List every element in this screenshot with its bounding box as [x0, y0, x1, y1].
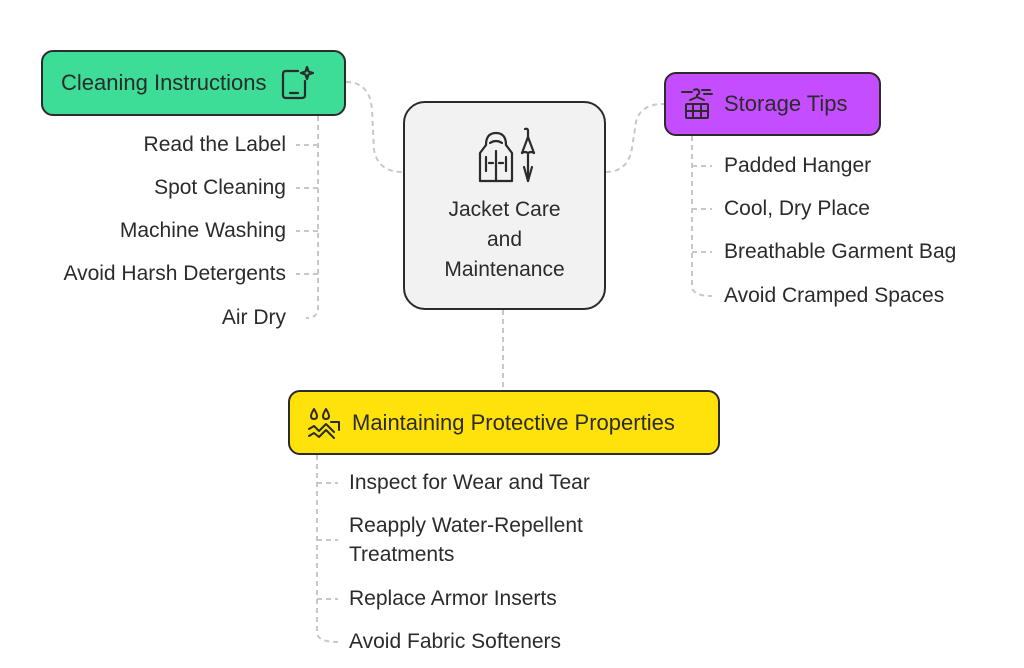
protective-item-reapply-water-repellent: Reapply Water-Repellent Treatments — [349, 514, 583, 566]
cleaning-instructions-title: Cleaning Instructions — [61, 70, 267, 95]
storage-item-cool-dry-place: Cool, Dry Place — [724, 197, 870, 220]
protective-item-inspect-wear-tear: Inspect for Wear and Tear — [349, 471, 590, 494]
connector-protective-spine — [316, 455, 339, 643]
center-node: Jacket Care and Maintenance — [403, 101, 606, 310]
water-repellent-icon — [306, 405, 342, 441]
storage-item-padded-hanger: Padded Hanger — [724, 154, 872, 177]
protective-item-replace-armor-inserts: Replace Armor Inserts — [349, 587, 557, 610]
raincoat-umbrella-icon — [472, 127, 538, 187]
center-title: Jacket Care and Maintenance — [444, 198, 565, 281]
connector-cleaning-spine — [305, 116, 319, 319]
connector-center-storage — [605, 103, 665, 173]
cleaning-item-avoid-harsh-detergents: Avoid Harsh Detergents — [63, 262, 286, 285]
protective-item-avoid-fabric-softeners: Avoid Fabric Softeners — [349, 630, 562, 653]
storage-item-avoid-cramped-spaces: Avoid Cramped Spaces — [724, 284, 945, 307]
hanger-dresser-icon — [678, 86, 714, 122]
maintaining-protective-properties-title: Maintaining Protective Properties — [352, 409, 675, 435]
tablet-sparkle-icon — [278, 65, 315, 101]
cleaning-item-machine-washing: Machine Washing — [119, 219, 286, 242]
connector-storage-spine — [691, 136, 713, 297]
storage-tips-title: Storage Tips — [724, 91, 848, 116]
connector-center-cleaning — [345, 81, 404, 173]
storage-tips-node: Storage Tips — [664, 72, 881, 136]
cleaning-item-spot-cleaning: Spot Cleaning — [154, 176, 286, 199]
maintaining-protective-properties-node: Maintaining Protective Properties — [288, 390, 720, 455]
cleaning-instructions-node: Cleaning Instructions — [41, 50, 346, 116]
storage-item-breathable-garment-bag: Breathable Garment Bag — [724, 240, 957, 263]
cleaning-item-read-the-label: Read the Label — [143, 133, 286, 156]
cleaning-item-air-dry: Air Dry — [221, 306, 286, 329]
